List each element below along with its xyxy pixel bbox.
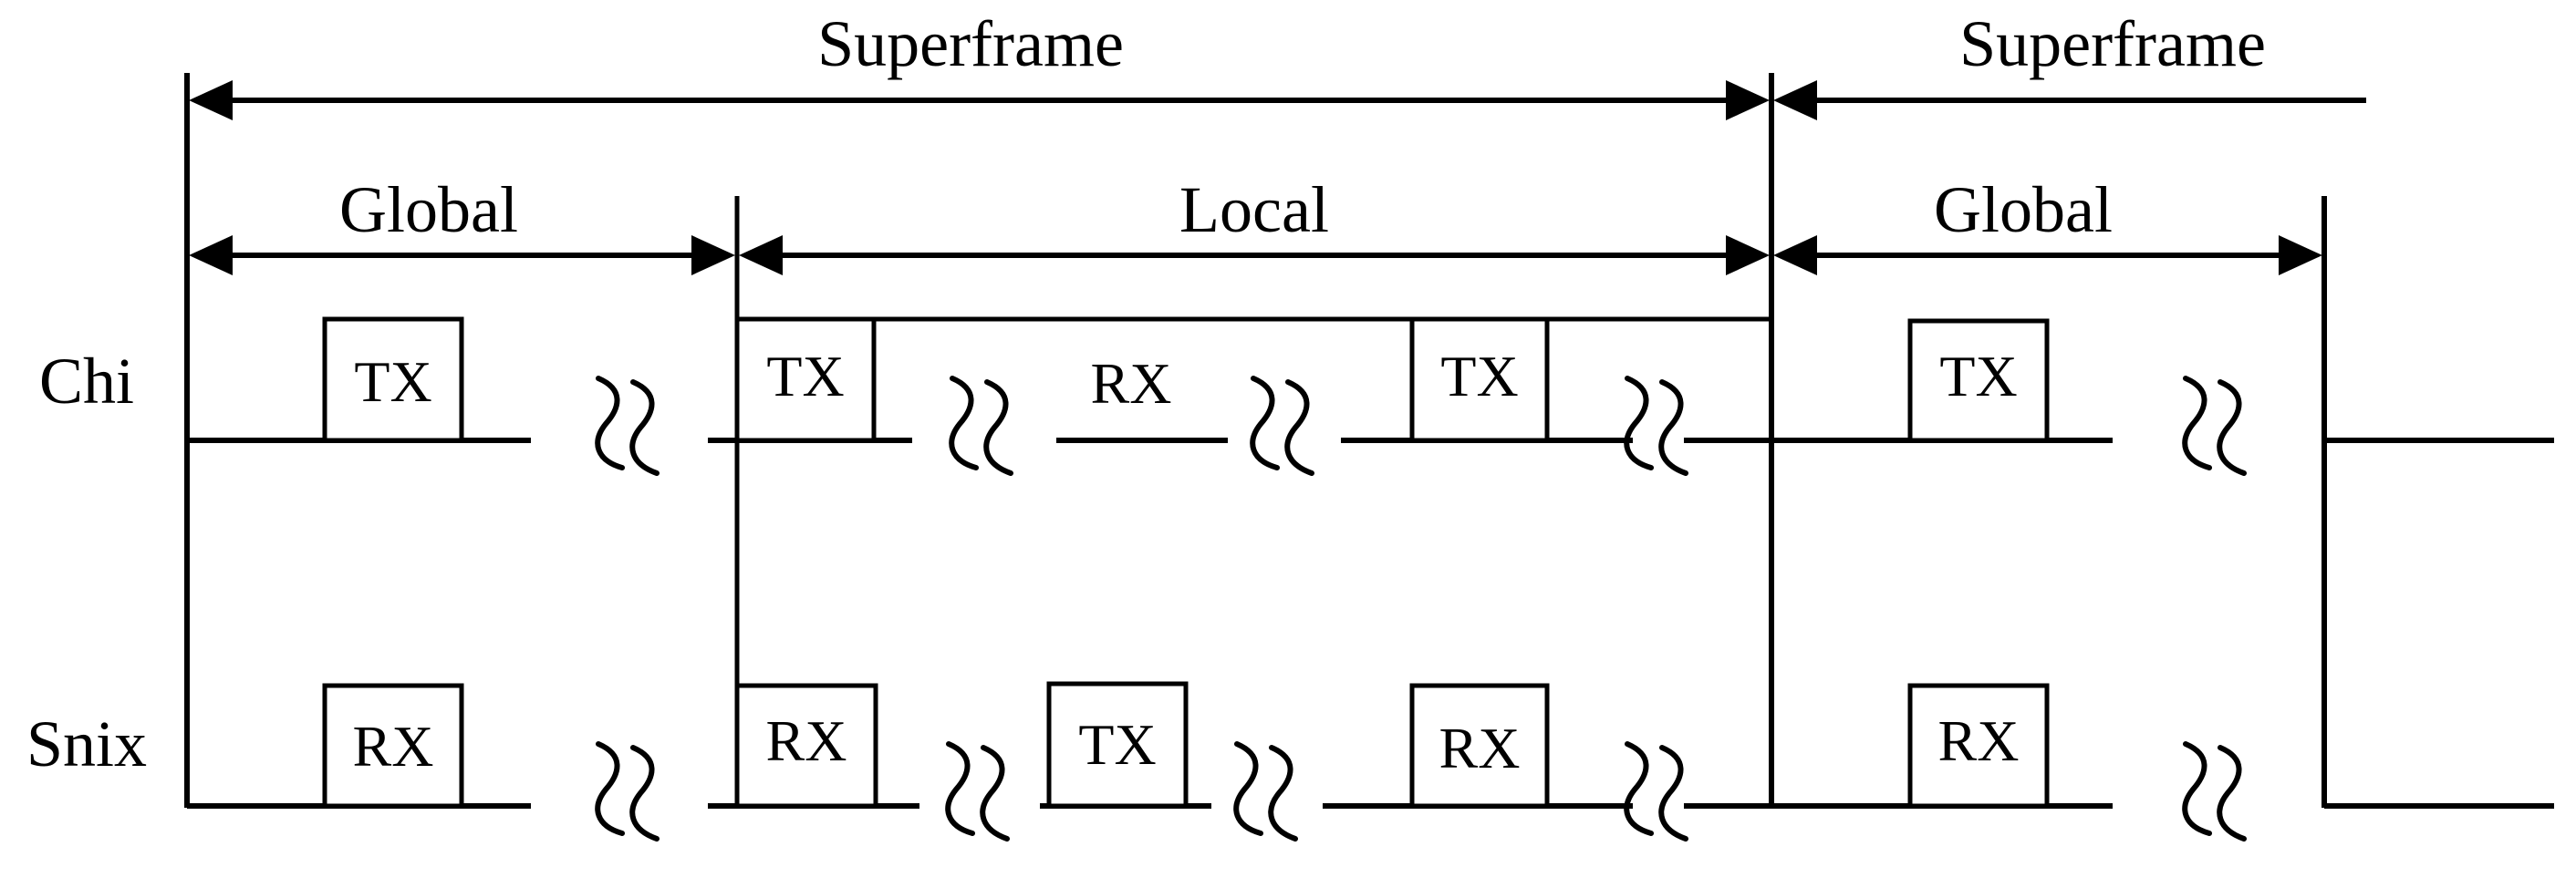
global-label-2: Global	[1934, 173, 2113, 246]
global-arrow-2	[1773, 235, 2322, 275]
snix-break-5-icon	[2182, 741, 2247, 842]
chi-slot-1-label: TX	[354, 349, 431, 414]
chi-slot-3: RX	[1091, 351, 1172, 416]
chi-slot-2: TX	[734, 316, 877, 443]
chi-baseline	[187, 316, 2554, 443]
chi-break-3-icon	[1250, 376, 1314, 476]
chi-slot-5: TX	[1907, 318, 2050, 443]
superframe-arrow-1	[189, 80, 1770, 120]
chi-break-5-icon	[2182, 376, 2247, 476]
chi-slot-1: TX	[322, 316, 464, 443]
snix-break-3-icon	[1233, 741, 1298, 842]
chi-slot-4-label: TX	[1440, 344, 1518, 408]
superframe-label-2: Superframe	[1959, 7, 2266, 80]
snix-break-2-icon	[945, 741, 1010, 842]
snix-slot-5: RX	[1907, 683, 2050, 809]
row-label-chi: Chi	[39, 345, 134, 418]
snix-slot-3-label: TX	[1078, 712, 1156, 777]
snix-slot-3: TX	[1046, 681, 1189, 809]
superframe-label-1: Superframe	[817, 7, 1124, 80]
snix-break-1-icon	[595, 741, 660, 842]
snix-slot-4-label: RX	[1439, 716, 1521, 780]
snix-slot-4: RX	[1409, 683, 1550, 809]
chi-slot-2-label: TX	[766, 344, 844, 408]
chi-break-1-icon	[595, 376, 660, 476]
chi-slot-4: TX	[1409, 316, 1550, 443]
row-label-snix: Snix	[26, 707, 147, 780]
snix-slot-1-label: RX	[353, 714, 434, 779]
local-label: Local	[1179, 173, 1329, 246]
snix-slot-1: RX	[322, 683, 464, 809]
chi-break-2-icon	[949, 376, 1013, 476]
snix-slot-2: RX	[734, 683, 878, 809]
chi-break-4-icon	[1624, 376, 1688, 476]
global-arrow-1	[189, 235, 735, 275]
chi-slot-5-label: TX	[1939, 344, 2017, 408]
snix-slot-2-label: RX	[766, 708, 847, 773]
snix-slot-5-label: RX	[1938, 708, 2020, 773]
chi-slot-3-label: RX	[1091, 351, 1172, 416]
snix-break-4-icon	[1624, 741, 1688, 842]
superframe-arrow-2	[1773, 80, 2366, 120]
local-arrow	[739, 235, 1770, 275]
global-label-1: Global	[339, 173, 518, 246]
